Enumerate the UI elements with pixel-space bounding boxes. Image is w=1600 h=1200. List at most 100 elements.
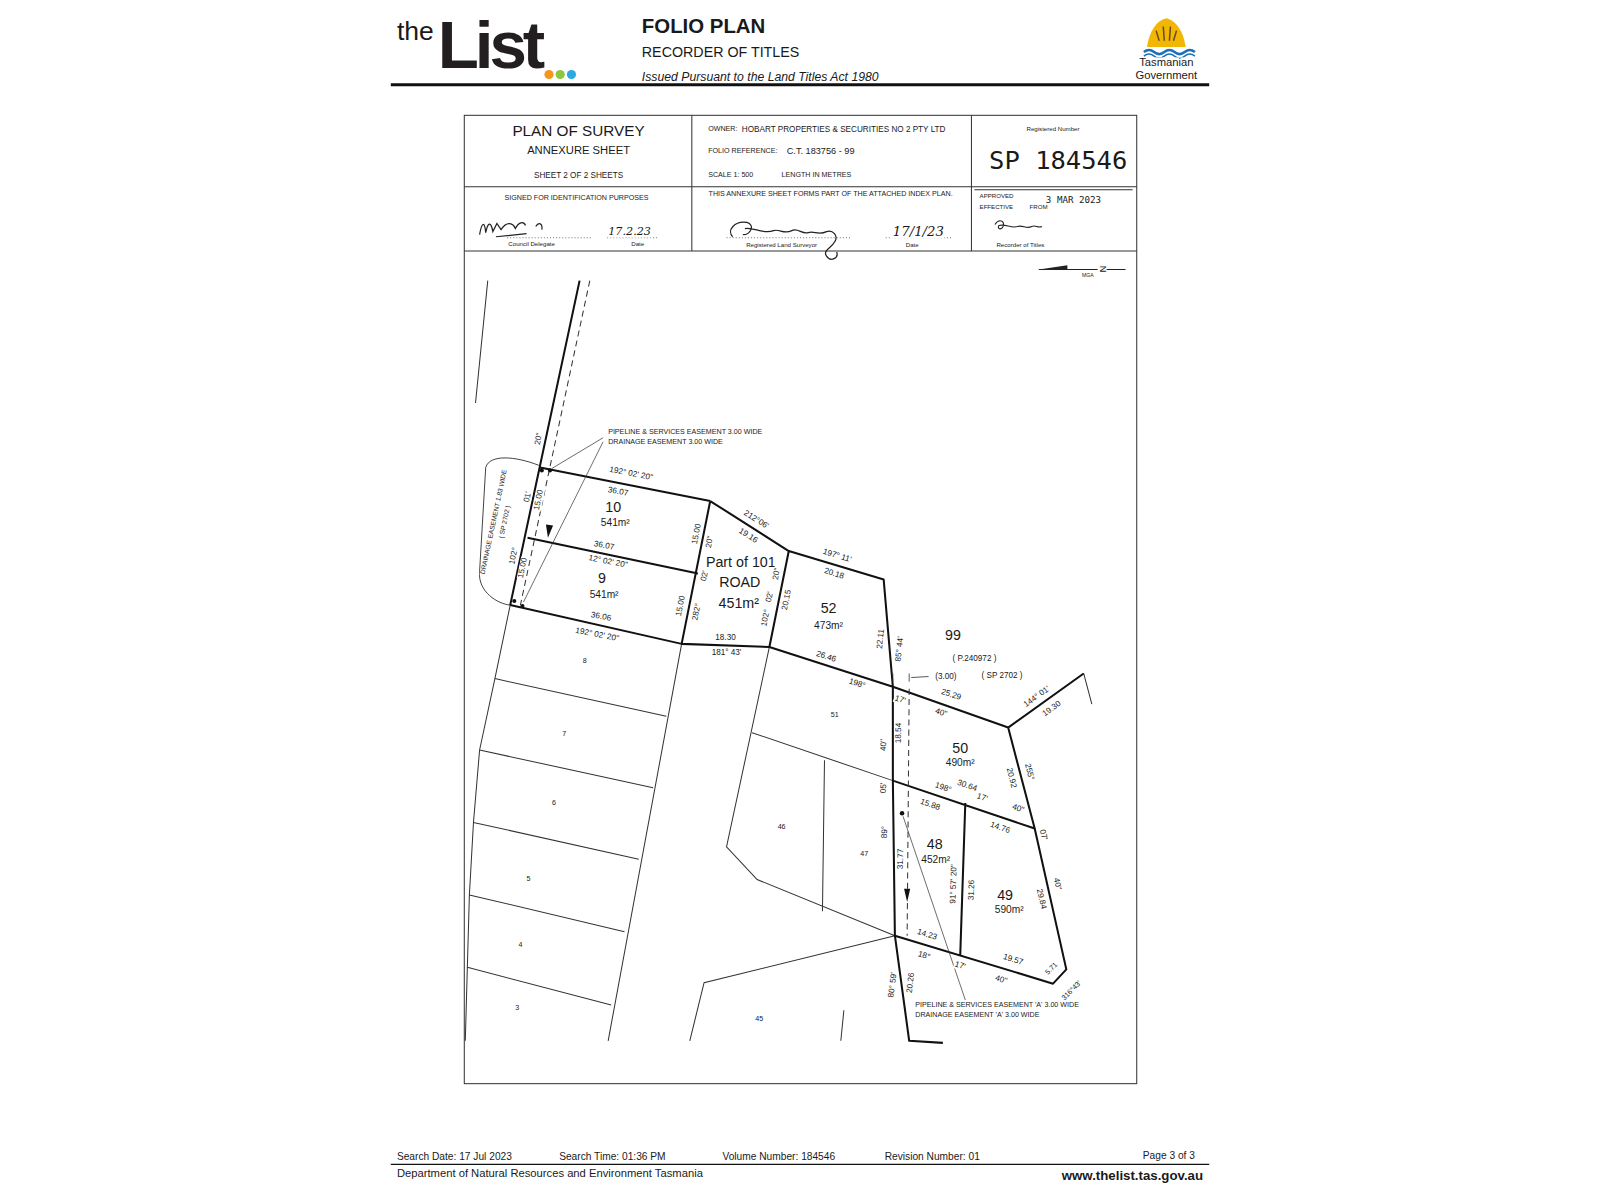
- plan-label: 19.16: [736, 526, 759, 545]
- plan-label: SHEET 2 OF 2 SHEETS: [533, 171, 624, 179]
- plan-label: 17.2.23: [607, 226, 652, 237]
- plan-label: ANNEXURE SHEET: [526, 145, 631, 156]
- plan-label: 40": [1052, 876, 1063, 891]
- survey-mark: [520, 604, 524, 608]
- plan-label: www.thelist.tas.gov.au: [1061, 1169, 1204, 1182]
- plan-label: 01': [522, 490, 533, 504]
- plan-label: HOBART PROPERTIES & SECURITIES NO 2 PTY …: [741, 126, 947, 134]
- survey-mark: [540, 468, 544, 472]
- plan-label: 17': [953, 961, 967, 972]
- plan-label: 451m²: [718, 596, 760, 610]
- plan-label: SCALE 1: 500: [707, 172, 754, 179]
- plan-label: 255°: [1022, 762, 1034, 782]
- emblem-stripes: [1156, 27, 1176, 41]
- plan-label: 17': [974, 792, 989, 804]
- plan-label: 80° 59': [887, 971, 898, 999]
- plan-label: 07': [1037, 828, 1048, 842]
- easement-line: [520, 281, 909, 936]
- plan-label: 48: [926, 837, 944, 851]
- plan-label: 7: [561, 731, 567, 738]
- plan-label: Recorder of Titles: [995, 242, 1045, 248]
- plan-label: 198°: [933, 781, 954, 795]
- plan-label: PIPELINE & SERVICES EASEMENT 'A' 3.00 WI…: [914, 1003, 1080, 1010]
- plan-label: FROM: [1029, 204, 1049, 210]
- plan-label: 5: [526, 876, 532, 883]
- plan-label: C.T. 183756 - 99: [786, 147, 856, 156]
- plan-label: 18°: [916, 950, 932, 962]
- plan-label: 15.00: [532, 488, 545, 512]
- plan-label: 15.88: [918, 798, 942, 813]
- plan-label: 15.00: [691, 522, 704, 546]
- plan-label: 45: [754, 1017, 764, 1024]
- plan-label: 192° 02' 20": [607, 466, 654, 483]
- plan-label: 14.76: [988, 820, 1012, 835]
- plan-label: 31.26: [968, 878, 977, 901]
- plan-label: 197° 11': [821, 548, 853, 565]
- logo-dot: [567, 70, 576, 79]
- plan-label: 4: [517, 942, 523, 949]
- plan-label: N: [1097, 265, 1106, 274]
- plan-label: 02': [765, 590, 776, 604]
- plan-label: SP 184546: [988, 148, 1128, 174]
- logo-dot: [544, 70, 553, 79]
- plan-label: ( SP 2702 ): [980, 671, 1023, 679]
- plan-label: 102°: [760, 608, 772, 628]
- plan-label: 26.46: [814, 650, 838, 665]
- plan-label: 36.07: [607, 486, 631, 498]
- plan-label: Tasmanian: [1138, 58, 1194, 69]
- plan-label: 30.64: [955, 778, 979, 793]
- signature: [480, 223, 542, 237]
- plan-label: MGA: [1081, 273, 1095, 278]
- plan-label: Date: [630, 241, 645, 247]
- plan-label: 181° 43': [711, 649, 743, 657]
- plan-label: 22.11: [875, 627, 885, 650]
- page-title: FOLIO PLAN: [641, 15, 766, 35]
- plan-label: 19.57: [1001, 953, 1025, 967]
- adjoining-boundary: [465, 281, 1092, 1041]
- plan-label: Council Delegate: [507, 241, 556, 247]
- plan-label: 20": [705, 534, 716, 549]
- plan-label: 282°: [691, 602, 703, 622]
- plan-label: Department of Natural Resources and Envi…: [396, 1169, 704, 1180]
- plan-label: ROAD: [718, 574, 761, 588]
- lot-boundary: [510, 281, 1083, 1043]
- plan-label: 102°: [508, 546, 520, 566]
- plan-label: 20.92: [1005, 766, 1018, 790]
- plan-label: 02': [700, 568, 711, 582]
- plan-label: 198°: [847, 677, 867, 691]
- plan-label: 40": [879, 738, 887, 752]
- plan-label: Date: [905, 242, 920, 248]
- plan-label: 25.29: [939, 688, 963, 703]
- plan-label: Registered Land Surveyor: [745, 242, 818, 248]
- plan-label: 590m²: [994, 905, 1025, 915]
- plan-label: Volume Number: 184546: [721, 1152, 836, 1162]
- plan-label: 40": [1010, 803, 1026, 815]
- plan-label: 541m²: [589, 590, 620, 600]
- easement-brace: [479, 458, 538, 605]
- plan-label: 89°: [880, 824, 888, 838]
- plan-label: 3: [514, 1006, 520, 1013]
- signature: [731, 222, 837, 259]
- plan-label: DRAINAGE EASEMENT 'A' 3.00 WIDE: [914, 1013, 1040, 1020]
- plan-label: PIPELINE & SERVICES EASEMENT 3.00 WIDE: [607, 429, 763, 436]
- leader-line: [523, 438, 965, 1000]
- plan-label: 18.30: [714, 634, 736, 642]
- plan-label: 473m²: [813, 620, 844, 630]
- plan-label: 19.30: [1041, 699, 1064, 719]
- plan-label: List: [437, 11, 542, 78]
- plan-label: 51: [830, 713, 840, 720]
- plan-label: 5.71: [1044, 961, 1060, 977]
- plan-label: 47: [859, 852, 869, 859]
- plan-label: 36.07: [592, 540, 616, 552]
- plan-label: FOLIO REFERENCE:: [707, 148, 778, 155]
- plan-label: 20": [533, 431, 544, 446]
- plan-label: 49: [996, 888, 1014, 902]
- plan-label: 6: [551, 801, 557, 808]
- plan-label: 316°43': [1061, 979, 1084, 1002]
- plan-label: (3.00): [934, 672, 957, 680]
- plan-label: 452m²: [920, 855, 951, 865]
- plan-label: 17/1/23: [892, 225, 945, 238]
- signature-line: [507, 237, 951, 238]
